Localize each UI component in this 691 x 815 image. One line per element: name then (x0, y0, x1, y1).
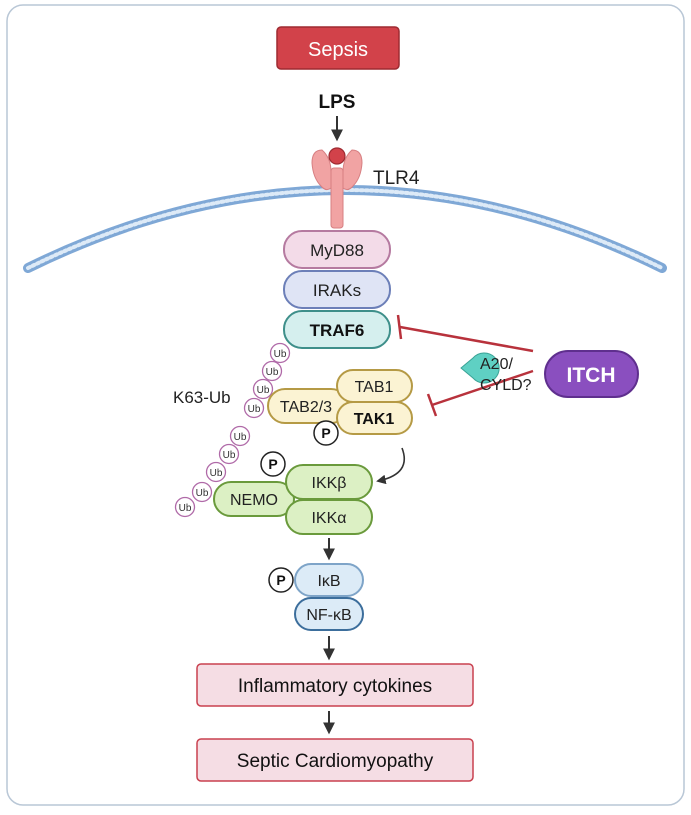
svg-text:P: P (276, 572, 285, 588)
lps-label: LPS (319, 92, 356, 113)
ikb-node: IκB (294, 563, 364, 597)
phospho-icon-tak1: P (313, 420, 339, 446)
iraks-label: IRAKs (313, 281, 361, 300)
itch-label: ITCH (567, 364, 616, 387)
svg-text:P: P (268, 456, 277, 472)
cardio-box: Septic Cardiomyopathy (196, 738, 474, 782)
tab1-label: TAB1 (355, 379, 394, 396)
tlr4-label: TLR4 (373, 168, 420, 189)
svg-text:Ub: Ub (210, 468, 223, 479)
cardio-label: Septic Cardiomyopathy (237, 751, 434, 772)
inhibition-lines (396, 314, 534, 417)
ub-icon: Ub (218, 443, 240, 465)
iraks-node: IRAKs (283, 270, 391, 309)
cell-membrane (23, 185, 667, 273)
ikb-label: IκB (317, 573, 340, 590)
itch-node: ITCH (544, 350, 639, 398)
ub-chain: Ub Ub Ub Ub Ub Ub Ub Ub Ub (174, 342, 291, 518)
ub-icon: Ub (243, 397, 265, 419)
tak1-label: TAK1 (354, 411, 395, 428)
sepsis-label: Sepsis (308, 39, 368, 61)
nfkb-node: NF-κB (294, 597, 364, 631)
myd88-node: MyD88 (283, 230, 391, 269)
ub-icon: Ub (205, 461, 227, 483)
tlr4-receptor-icon (311, 147, 363, 229)
cytokines-label: Inflammatory cytokines (238, 676, 432, 697)
myd88-label: MyD88 (310, 241, 364, 260)
svg-text:Ub: Ub (248, 404, 261, 415)
svg-text:Ub: Ub (257, 385, 270, 396)
traf6-label: TRAF6 (310, 321, 365, 340)
svg-text:P: P (321, 425, 330, 441)
tab23-label: TAB2/3 (280, 399, 332, 416)
phospho-icon-ikb: P (268, 567, 294, 593)
ikka-label: IKKα (311, 510, 346, 527)
k63-ub-label: K63-Ub (173, 388, 231, 407)
ub-icon: Ub (174, 496, 196, 518)
ub-icon: Ub (229, 425, 251, 447)
svg-text:Ub: Ub (266, 367, 279, 378)
ub-icon: Ub (269, 342, 291, 364)
ub-icon: Ub (191, 481, 213, 503)
nemo-node: NEMO (213, 481, 295, 517)
sepsis-box: Sepsis (276, 26, 400, 70)
svg-text:Ub: Ub (196, 488, 209, 499)
ikkb-label: IKKβ (312, 475, 347, 492)
a20-pacman-icon (460, 352, 500, 384)
tab23-node: TAB2/3 (267, 388, 349, 424)
tab1-node: TAB1 (336, 369, 413, 403)
cytokines-box: Inflammatory cytokines (196, 663, 474, 707)
svg-text:Ub: Ub (234, 432, 247, 443)
ikkb-node: IKKβ (285, 464, 373, 500)
tak1-to-ikk-arrow (376, 447, 406, 485)
svg-text:Ub: Ub (179, 503, 192, 514)
nemo-label: NEMO (230, 492, 278, 509)
svg-text:Ub: Ub (274, 349, 287, 360)
a20-label-line1: A20/ (480, 356, 513, 373)
svg-text:Ub: Ub (223, 450, 236, 461)
traf6-node: TRAF6 (283, 310, 391, 349)
phospho-icon-ikk: P (260, 451, 286, 477)
tak1-node: TAK1 (336, 401, 413, 435)
nfkb-label: NF-κB (306, 607, 351, 624)
ub-icon: Ub (252, 378, 274, 400)
a20-label-line2: CYLD? (480, 377, 532, 394)
ub-icon: Ub (261, 360, 283, 382)
ikka-node: IKKα (285, 499, 373, 535)
